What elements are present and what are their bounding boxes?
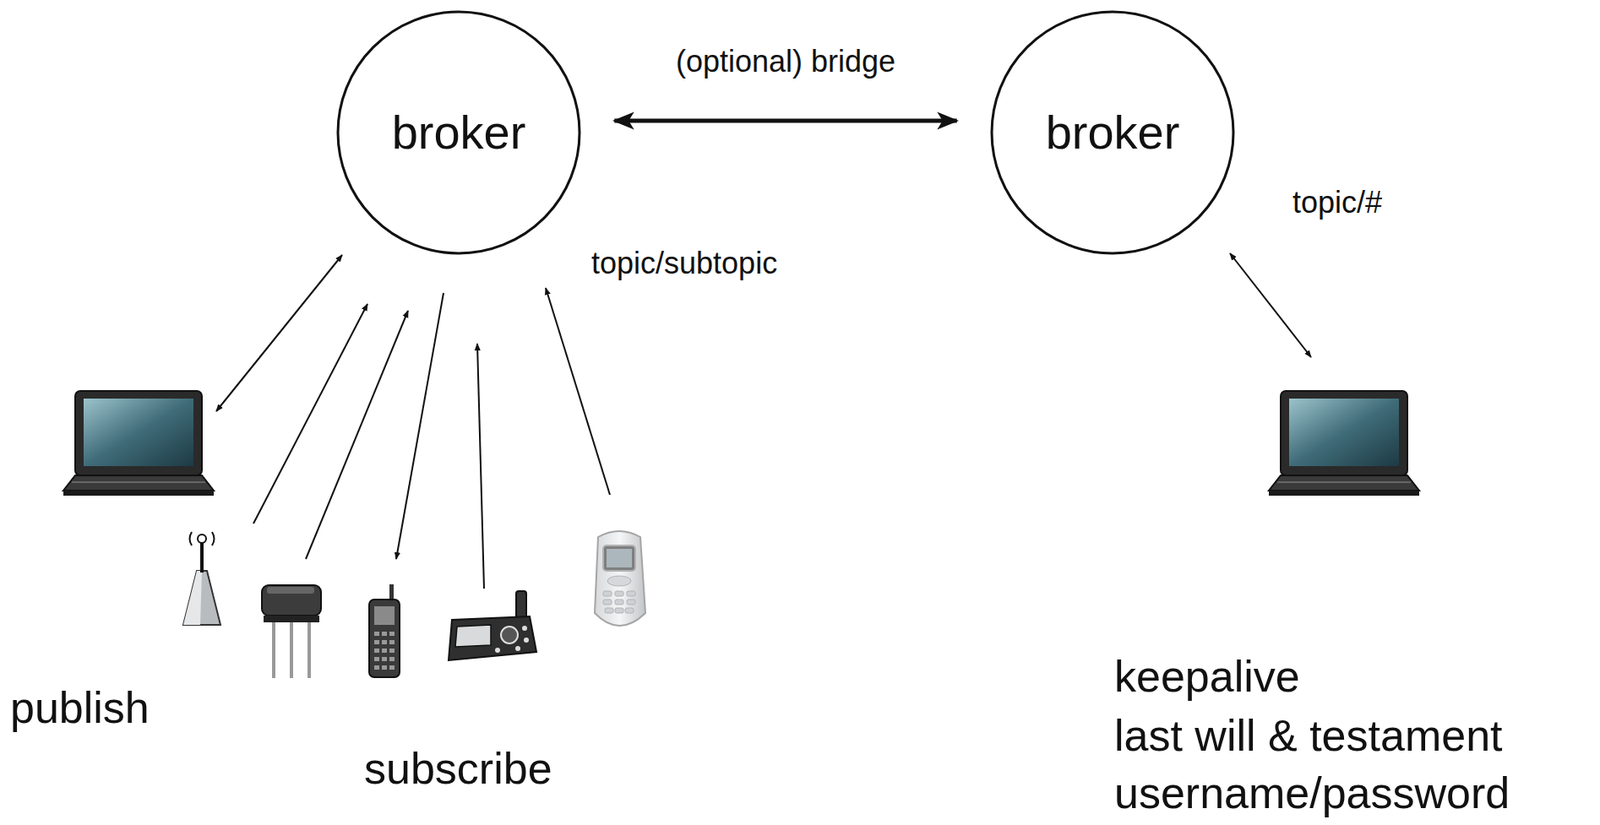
mobile-phone-icon (594, 531, 646, 626)
gps-icon (448, 591, 537, 661)
node-label: broker (1045, 106, 1181, 159)
device-arrow (396, 293, 444, 560)
device-arrow (545, 288, 610, 496)
device-arrow (305, 310, 409, 560)
device-arrow (253, 304, 368, 524)
phone-icon (369, 584, 400, 678)
node-label: broker (391, 106, 527, 159)
bridge-arrow (614, 119, 957, 124)
device-arrows (216, 253, 1312, 589)
annotation-label: subscribe (364, 746, 553, 791)
annotation-label: last will & testament (1114, 713, 1503, 758)
annotation-label: keepalive (1114, 654, 1301, 699)
broker-circle: broker (336, 10, 582, 256)
broker-circle: broker (990, 10, 1236, 256)
topic-label: topic/subtopic (591, 248, 778, 279)
annotation-label: username/password (1114, 771, 1510, 816)
annotation-label: publish (10, 685, 150, 730)
sensor-icon (261, 585, 322, 679)
edge-label: (optional) bridge (672, 44, 899, 79)
antenna-icon (183, 532, 221, 626)
device-arrow (1229, 253, 1312, 358)
topic-label: topic/# (1292, 187, 1383, 218)
laptop-icon (63, 391, 214, 496)
device-arrow (477, 343, 485, 589)
laptop-icon (1268, 391, 1420, 496)
